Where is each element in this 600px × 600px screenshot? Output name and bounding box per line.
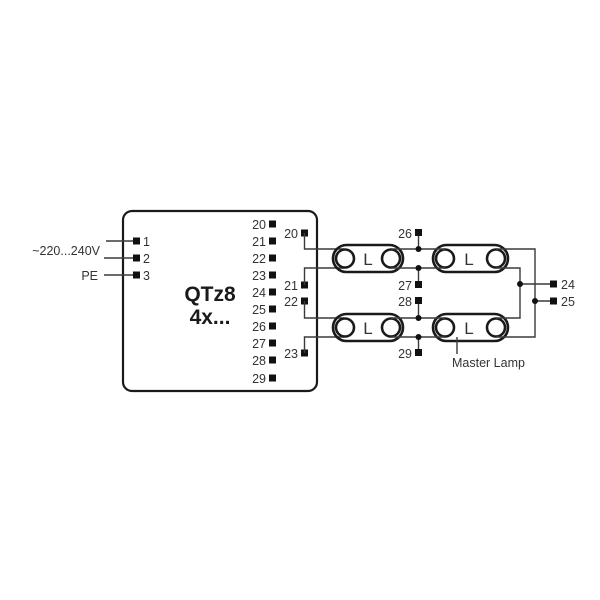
lamp-terminal-26-label: 26 — [398, 227, 412, 241]
lamp-terminal-28-icon — [415, 297, 422, 304]
lamp-terminal-25-label: 25 — [561, 295, 575, 309]
terminal-27-icon — [269, 339, 276, 347]
junction-node — [415, 246, 422, 252]
wire-23-lamp3 — [303, 336, 344, 353]
lamp-terminal-26-icon — [415, 229, 422, 236]
terminal-22-icon — [269, 254, 276, 262]
terminal-21-icon — [269, 237, 276, 245]
lamp-terminal-20-label: 20 — [284, 227, 298, 241]
terminal-28-icon — [269, 356, 276, 364]
junction-node — [517, 281, 523, 287]
lamp-terminal-21-label: 21 — [284, 279, 298, 293]
terminal-24-icon — [269, 288, 276, 296]
terminal-29-label: 29 — [252, 372, 266, 386]
device-variant: 4x... — [190, 306, 231, 329]
wire-outer-loop — [496, 248, 536, 338]
junction-node — [532, 298, 538, 304]
terminal-3-label: 3 — [143, 269, 150, 283]
lamp-4-label: L — [464, 319, 473, 338]
lamp-1-right-filament-icon — [380, 248, 402, 269]
terminal-23-label: 23 — [252, 269, 266, 283]
terminal-26-label: 26 — [252, 320, 266, 334]
master-lamp-label: Master Lamp — [452, 356, 525, 370]
lamp-terminal-27-icon — [415, 281, 422, 288]
right-connections: 24 25 — [496, 248, 575, 338]
terminal-21-label: 21 — [252, 235, 266, 249]
lamp-terminal-28-label: 28 — [398, 295, 412, 309]
lamp-terminal-22-label: 22 — [284, 295, 298, 309]
lamp-1-label: L — [363, 250, 372, 269]
junction-node — [415, 315, 422, 321]
terminal-28-label: 28 — [252, 354, 266, 368]
terminal-25-label: 25 — [252, 303, 266, 317]
terminal-27-label: 27 — [252, 337, 266, 351]
terminal-1-icon — [133, 237, 140, 245]
terminal-2-label: 2 — [143, 252, 150, 266]
lamp-2-label: L — [464, 250, 473, 269]
junction-node — [415, 265, 422, 271]
lamp-4-right-filament-icon — [485, 317, 507, 338]
lamp-1-left-filament-icon — [334, 248, 356, 269]
lamp-terminal-27-label: 27 — [398, 279, 412, 293]
lamp-terminal-24-label: 24 — [561, 278, 575, 292]
terminal-3-icon — [133, 271, 140, 279]
output-terminal-list: 20 21 22 23 24 25 26 27 28 29 — [252, 218, 276, 386]
device-name: QTz8 — [184, 283, 236, 306]
terminal-22-label: 22 — [252, 252, 266, 266]
lamp-left-terminals: 20 21 22 23 — [284, 227, 344, 361]
pe-label: PE — [81, 269, 98, 283]
middle-connections: 26 27 28 29 — [391, 227, 445, 361]
lamp-4-left-filament-icon — [434, 317, 456, 338]
terminal-24-label: 24 — [252, 286, 266, 300]
wire-20-lamp1 — [303, 233, 344, 250]
terminal-25-icon — [269, 305, 276, 313]
lamp-2-left-filament-icon — [434, 248, 456, 269]
junction-node — [415, 334, 422, 340]
terminal-26-icon — [269, 322, 276, 330]
terminal-2-icon — [133, 254, 140, 262]
terminal-20-icon — [269, 220, 276, 228]
lamp-terminal-25-icon — [550, 297, 557, 305]
supply-voltage-label: ~220...240V — [32, 244, 100, 258]
lamp-2-right-filament-icon — [485, 248, 507, 269]
lamp-3-label: L — [363, 319, 372, 338]
wire-22-lamp3 — [303, 301, 344, 319]
lamp-terminal-29-icon — [415, 349, 422, 356]
lamp-3-left-filament-icon — [334, 317, 356, 338]
lamp-3-right-filament-icon — [380, 317, 402, 338]
lamp-terminal-24-icon — [550, 280, 557, 288]
terminal-29-icon — [269, 374, 276, 382]
wire-inner-loop — [496, 267, 521, 319]
input-terminals: ~220...240V PE 1 2 3 — [32, 235, 150, 283]
wire-21-lamp1 — [303, 267, 344, 285]
ballast-box — [121, 209, 319, 393]
lamp-terminal-23-label: 23 — [284, 347, 298, 361]
lamp-terminal-29-label: 29 — [398, 347, 412, 361]
terminal-20-label: 20 — [252, 218, 266, 232]
terminal-23-icon — [269, 271, 276, 279]
terminal-1-label: 1 — [143, 235, 150, 249]
